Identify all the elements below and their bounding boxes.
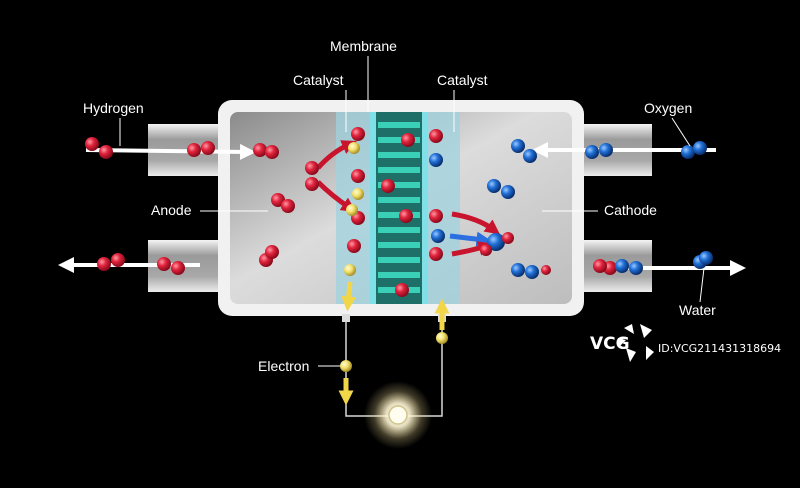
hydrogen-molecule-atom [265,245,279,259]
cathode-label: Cathode [604,202,657,218]
oxygen-molecule-atom [525,265,539,279]
hydrogen-molecule-atom [201,141,215,155]
hydrogen-molecule-atom [265,145,279,159]
membrane-rung [378,272,420,278]
water-leader [699,267,705,303]
oxygen-molecule-atom [699,251,713,265]
oxygen-molecule-atom [501,185,515,199]
water-hydrogen-atom [541,265,551,275]
proton [305,177,319,191]
proton [401,133,415,147]
hydrogen-molecule-atom [593,259,607,273]
proton [429,129,443,143]
oxygen-molecule-atom [523,149,537,163]
water-oxygen-atom [487,233,505,251]
oxygen-label: Oxygen [644,100,693,116]
oxygen-molecule-atom [681,145,695,159]
membrane-rung [378,152,420,158]
oxygen-leader [671,117,691,147]
proton-arrow-upper [316,140,357,170]
proton [351,127,365,141]
membrane-rung [378,122,420,128]
oxygen-molecule-atom [615,259,629,273]
reaction-arrows [316,140,501,257]
oxygen-molecule-atom [629,261,643,275]
membrane-rung [378,182,420,188]
electron-particle [340,360,352,372]
proton [399,209,413,223]
hydrogen-molecule-atom [85,137,99,151]
catalyst-layer-right [428,112,460,304]
electron-circuit [338,281,450,449]
oxygen-ion [429,153,443,167]
proton-arrow-lower [316,180,357,213]
electron-particle [352,188,364,200]
oxygen-ion [431,229,445,243]
membrane-rung [378,197,420,203]
hydrogen-molecule-atom [99,145,113,159]
water-hydrogen-atom [480,244,492,256]
oxygen-molecule-atom [599,143,613,157]
hydrogen-molecule-atom [111,253,125,267]
proton [305,161,319,175]
proton [347,239,361,253]
hydrogen-inflow-arrow [85,143,256,160]
membrane-rung [378,242,420,248]
electron-particle [436,332,448,344]
oxygen-molecule-atom [693,141,707,155]
watermark-id: ID:VCG211431318694 [658,342,782,355]
oxygen-molecule-atom [487,179,501,193]
electron-label: Electron [258,358,310,374]
oxygen-arrow-cathode [449,231,492,247]
electron-particle [346,204,358,216]
oxygen-molecule-atom [585,145,599,159]
light-bulb-icon [388,405,408,425]
proton [351,169,365,183]
water-label: Water [679,302,716,318]
watermark-logo-text: VCG [590,334,630,354]
membrane-rung [378,137,420,143]
membrane-label: Membrane [330,38,397,54]
hydrogen-label: Hydrogen [83,100,144,116]
membrane-rung [378,227,420,233]
electron-arrow-down-top [341,281,357,312]
leader-lines [119,56,705,367]
hydrogen-molecule-atom [97,257,111,271]
catalyst-left-label: Catalyst [293,72,344,88]
water-hydrogen-atom [502,232,514,244]
hydrogen-molecule-atom [281,199,295,213]
membrane-rung [378,257,420,263]
catalyst-right-label: Catalyst [437,72,488,88]
proton [395,283,409,297]
particles [85,127,713,372]
proton-arrow-cathode-1 [451,211,501,235]
electron-particle [344,264,356,276]
electron-particle [348,142,360,154]
hydrogen-molecule-atom [187,143,201,157]
membrane-rung [378,167,420,173]
proton [429,247,443,261]
membrane-rung [378,212,420,218]
hydrogen-molecule-atom [171,261,185,275]
proton [381,179,395,193]
hydrogen-molecule-atom [253,143,267,157]
proton [429,209,443,223]
vcg-logo-icon [618,324,654,362]
anode-terminal [342,314,350,322]
oxygen-molecule-atom [511,263,525,277]
anode-label: Anode [151,202,192,218]
oxygen-molecule-atom [511,139,525,153]
hydrogen-molecule-atom [157,257,171,271]
membrane [370,112,428,304]
